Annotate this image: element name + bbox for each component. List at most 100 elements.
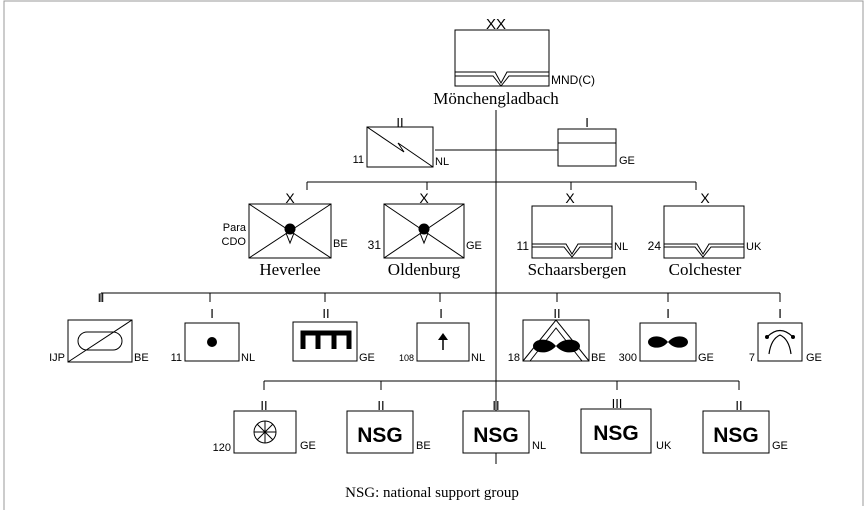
propeller-symbol [533, 339, 580, 353]
wheel-symbol [253, 420, 277, 444]
logistics-unit-nsg-be[interactable]: II NSG BE [346, 398, 431, 454]
missile-symbol [766, 329, 794, 355]
armour-support-symbol [455, 71, 549, 85]
unit-location: Heverlee [259, 260, 320, 279]
echelon-mark: I [778, 306, 782, 321]
nation-code: BE [416, 440, 431, 452]
unit-frame [531, 205, 613, 259]
unit-number: 18 [508, 352, 520, 364]
support-unit-18[interactable]: II 18 BE [508, 306, 606, 364]
nsg-label: NSG [713, 424, 759, 447]
echelon-mark: I [585, 115, 589, 130]
unit-location: Mönchengladbach [433, 89, 559, 108]
unit-frame [557, 128, 617, 167]
echelon-mark: X [700, 190, 710, 206]
unit-location: Schaarsbergen [528, 260, 627, 279]
support-unit-7[interactable]: I 7 GE [749, 306, 822, 364]
logistics-unit-nsg-ge[interactable]: II NSG GE [702, 398, 788, 454]
diagonal-symbol [67, 319, 133, 363]
logistics-unit-nsg-nl[interactable]: II NSG NL [462, 398, 546, 454]
propeller-symbol [648, 336, 688, 348]
nation-code: GE [466, 240, 482, 252]
nation-code: NL [532, 440, 546, 452]
brigade-11[interactable]: X 11 NL Schaarsbergen [517, 190, 629, 279]
nation-code: GE [619, 155, 635, 167]
unit-number-line-1: Para [223, 222, 247, 234]
unit-frame [522, 319, 590, 362]
nation-code: UK [656, 440, 672, 452]
echelon-mark: II [260, 398, 267, 413]
echelon-mark: I [210, 306, 214, 321]
unit-number: 11 [517, 239, 530, 253]
unit-frame [416, 322, 470, 362]
unit-frame [346, 410, 414, 454]
nation-code: BE [333, 238, 348, 250]
nation-code: UK [746, 241, 762, 253]
nation-code: NL [471, 352, 485, 364]
airborne-symbol [284, 223, 296, 235]
division-hq-unit[interactable]: XX MND(C) Mönchengladbach [433, 16, 595, 108]
unit-number: 120 [213, 442, 231, 454]
nation-code: GE [359, 352, 375, 364]
signal-battalion-unit[interactable]: II 11 NL [353, 115, 449, 168]
armour-support-symbol [532, 243, 612, 255]
nation-code: GE [300, 440, 316, 452]
nation-code: GE [772, 440, 788, 452]
engineer-symbol [300, 330, 352, 349]
logistics-unit-nsg-uk[interactable]: III NSG UK [580, 396, 672, 454]
hq-company-unit[interactable]: I GE [557, 115, 635, 167]
nation-code: BE [591, 352, 606, 364]
dot-symbol [207, 337, 217, 347]
support-unit-engineer[interactable]: II GE [292, 306, 375, 364]
unit-frame [580, 408, 652, 454]
armour-support-symbol [664, 243, 744, 255]
brigade-31[interactable]: X 31 GE Oldenburg [368, 190, 482, 279]
echelon-mark: II [492, 398, 499, 413]
support-unit-ijp[interactable]: II IJP BE [49, 291, 149, 364]
echelon-mark: II [735, 398, 742, 413]
echelon-mark: III [612, 396, 623, 411]
unit-frame [462, 410, 530, 454]
echelon-mark: II [553, 306, 560, 321]
echelon-mark: II [377, 398, 384, 413]
unit-number: 7 [749, 352, 755, 364]
echelon-mark: X [565, 190, 575, 206]
frame-border [3, 0, 864, 510]
brigade-24[interactable]: X 24 UK Colchester [648, 190, 762, 279]
nation-code: NL [435, 156, 449, 168]
echelon-mark: X [285, 190, 295, 206]
echelon-mark: I [439, 306, 443, 321]
nation-code: GE [806, 352, 822, 364]
brigade-para-cdo[interactable]: X Para CDO BE Heverlee [222, 190, 348, 279]
support-unit-300[interactable]: I 300 GE [619, 306, 714, 364]
nation-code: BE [134, 352, 149, 364]
unit-number: 11 [353, 154, 364, 166]
support-unit-108[interactable]: I 108 NL [399, 306, 485, 364]
logistics-unit-120[interactable]: II 120 GE [213, 398, 316, 454]
echelon-mark: I [666, 306, 670, 321]
unit-number-line-2: CDO [222, 236, 247, 248]
echelon-mark: II [396, 115, 403, 130]
nsg-label: NSG [357, 424, 403, 447]
unit-designation: MND(C) [551, 73, 595, 87]
signal-symbol [366, 126, 434, 168]
echelon-mark: II [322, 306, 329, 321]
unit-number: 300 [619, 352, 637, 364]
unit-location: Colchester [669, 260, 742, 279]
unit-number: 11 [171, 352, 182, 364]
nation-code: NL [241, 352, 255, 364]
nation-code: NL [614, 241, 628, 253]
unit-number: 24 [648, 239, 662, 253]
unit-number: 108 [399, 353, 414, 363]
nsg-label: NSG [473, 424, 519, 447]
unit-frame [757, 322, 803, 362]
unit-location: Oldenburg [388, 260, 461, 279]
echelon-mark: X [419, 190, 429, 206]
echelon-mark: II [98, 291, 105, 305]
nation-code: GE [698, 352, 714, 364]
unit-frame [663, 205, 745, 259]
support-unit-11[interactable]: I 11 NL [171, 306, 255, 364]
unit-frame [454, 29, 550, 87]
unit-frame [366, 126, 434, 168]
